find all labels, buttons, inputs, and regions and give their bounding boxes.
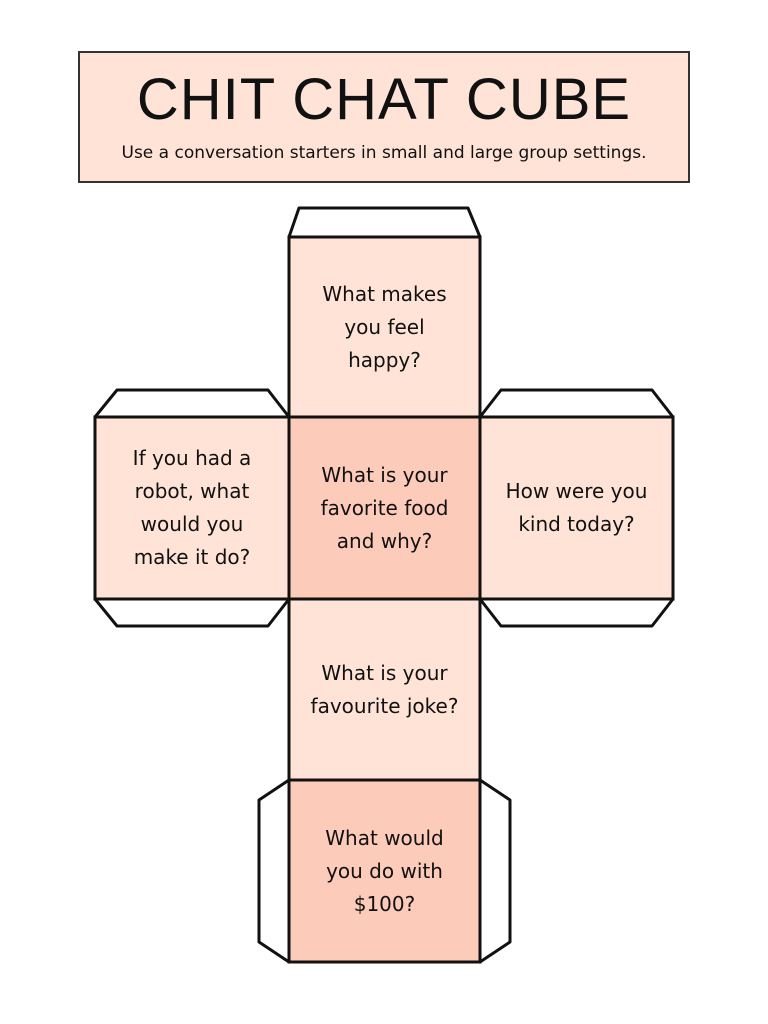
question-lower: What is your favourite joke?: [310, 660, 459, 718]
face-center-text: What is your favorite food and why?: [305, 425, 464, 591]
face-lower-text: What is your favourite joke?: [305, 607, 464, 772]
tab-right-bottom: [478, 597, 675, 628]
face-top-text: What makes you feel happy?: [305, 245, 464, 409]
tab-top: [287, 206, 482, 239]
face-lower: [287, 597, 482, 782]
face-bottom: [287, 778, 482, 964]
question-left: If you had a robot, what would you make …: [132, 446, 252, 569]
question-center: What is your favorite food and why?: [320, 462, 449, 553]
tab-left-top: [93, 388, 291, 419]
face-bottom-text: What would you do with $100?: [305, 788, 464, 954]
face-top: [287, 235, 482, 419]
face-right-text: How were you kind today?: [494, 425, 659, 591]
tab-right-top: [478, 388, 675, 419]
question-right: How were you kind today?: [505, 479, 648, 536]
tab-bottom-right: [478, 778, 512, 964]
face-right: [478, 415, 675, 601]
page-title: CHIT CHAT CUBE: [136, 67, 632, 132]
face-center: [287, 415, 482, 601]
question-bottom: What would you do with $100?: [325, 825, 444, 916]
tab-left-bottom: [93, 597, 291, 628]
page-subtitle: Use a conversation starters in small and…: [121, 143, 647, 163]
tab-bottom-left: [257, 778, 291, 964]
header-box: CHIT CHAT CUBE Use a conversation starte…: [78, 51, 690, 183]
question-top: What makes you feel happy?: [322, 281, 447, 372]
face-left: [93, 415, 291, 601]
face-left-text: If you had a robot, what would you make …: [112, 425, 272, 591]
